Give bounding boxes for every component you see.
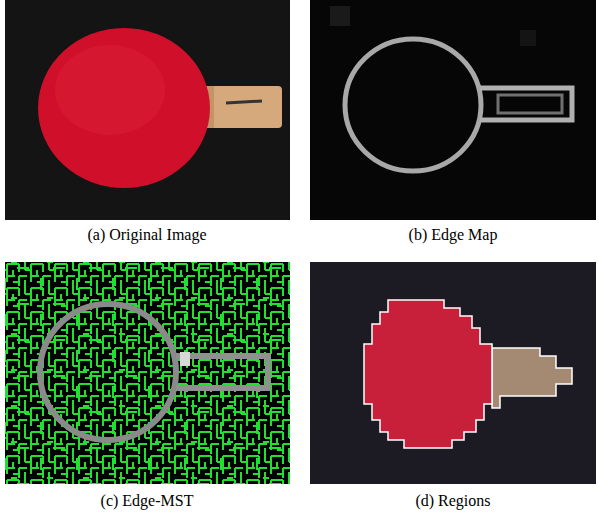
subfigure-caption: (a) Original Image [87,226,206,244]
subfigure-caption: (b) Edge Map [409,226,498,244]
subfigure-caption: (c) Edge-MST [101,492,194,510]
edge-map [310,0,596,220]
edge-mst [5,262,290,484]
regions [310,262,596,484]
subfigure-caption: (d) Regions [415,492,490,510]
original-photo [5,0,290,220]
